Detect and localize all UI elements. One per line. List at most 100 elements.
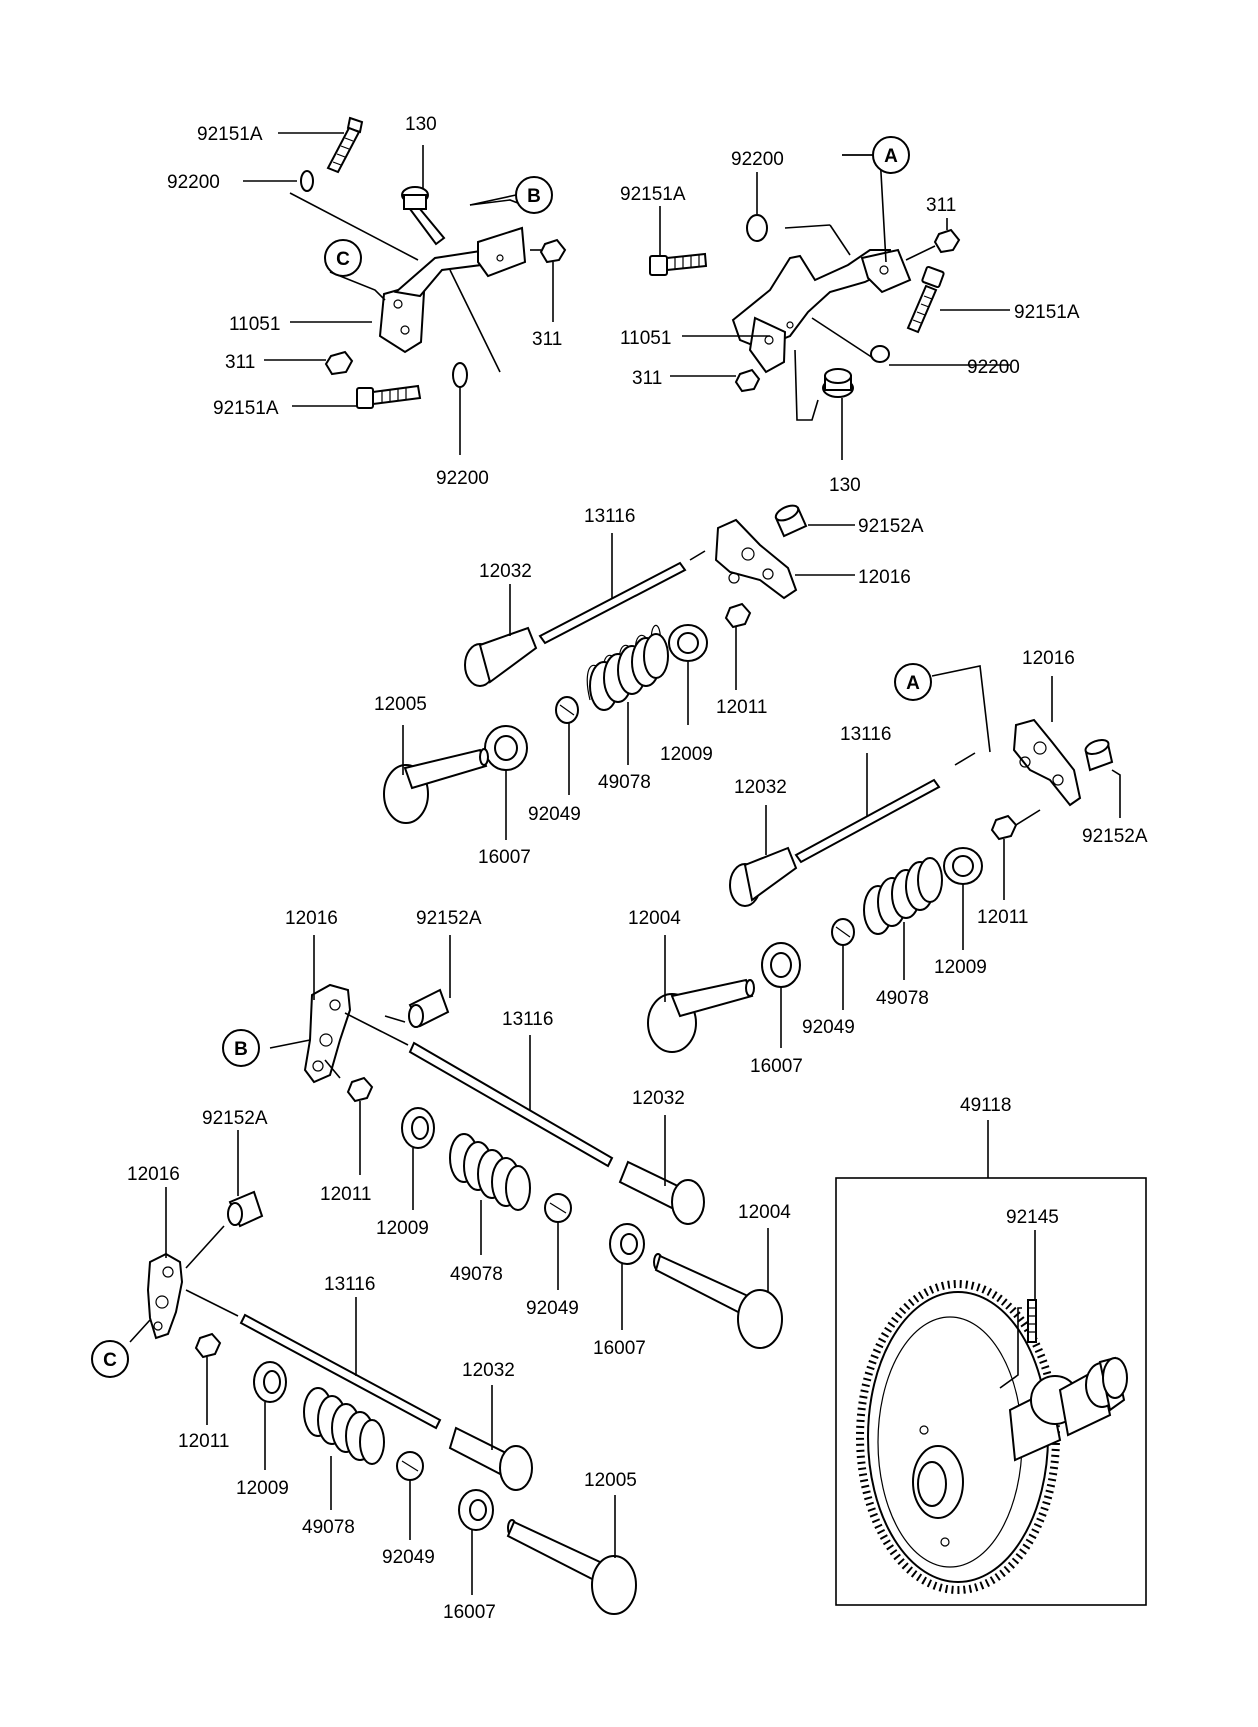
part-label: 12004 <box>738 1202 791 1223</box>
svg-text:C: C <box>336 249 350 270</box>
washer-part <box>746 214 768 242</box>
washer-part <box>452 362 468 388</box>
collet-part <box>396 1451 424 1481</box>
ref-circle-b-top: B <box>469 176 553 214</box>
part-label: 12016 <box>285 908 338 929</box>
valve-set-1 <box>383 504 855 840</box>
retainer-part <box>943 847 983 885</box>
part-label: 12032 <box>734 777 787 798</box>
tappet-part <box>448 1426 533 1491</box>
valve-seat-washer-part <box>609 1223 645 1265</box>
part-label: 49118 <box>960 1095 1011 1116</box>
part-label: 16007 <box>478 847 531 868</box>
valve-seat-washer-part <box>458 1489 494 1531</box>
valve-set-2 <box>647 665 1121 1053</box>
part-label: 12011 <box>977 907 1028 928</box>
nut-part <box>734 368 761 393</box>
valve-part <box>653 1253 783 1349</box>
nut-part <box>194 1332 222 1359</box>
part-label: 92151A <box>620 184 686 205</box>
part-label: 49078 <box>598 772 651 793</box>
part-label: 13116 <box>324 1274 375 1295</box>
flange-bolt-part <box>822 368 854 398</box>
part-label: 92049 <box>528 804 581 825</box>
valve-part <box>506 1519 637 1615</box>
part-label: 92049 <box>802 1017 855 1038</box>
washer-part <box>870 345 890 363</box>
part-label: 12009 <box>660 744 713 765</box>
tappet-part <box>729 846 798 907</box>
ref-circle-a-top: A <box>842 136 910 174</box>
bolt-part <box>906 265 945 334</box>
part-label: 12005 <box>374 694 427 715</box>
bracket-assembly-left <box>243 116 567 455</box>
tappet-part <box>618 1160 705 1225</box>
valve-seat-washer-part <box>761 942 801 988</box>
nut-part <box>724 602 752 629</box>
tappet-part <box>464 626 538 687</box>
nut-part <box>324 350 354 376</box>
ref-circle-b-mid: B <box>222 1029 260 1067</box>
sleeve-part <box>227 1190 264 1228</box>
push-rod-part <box>538 561 687 645</box>
camshaft-box <box>835 1177 1147 1606</box>
bracket-part <box>378 226 527 354</box>
nut-part <box>539 238 567 264</box>
part-label: 49078 <box>450 1264 503 1285</box>
push-rod-part <box>408 1041 614 1168</box>
part-label: 13116 <box>840 724 891 745</box>
sleeve-part <box>408 988 450 1028</box>
part-label: 311 <box>926 195 956 216</box>
valve-set-3 <box>269 935 783 1349</box>
flange-bolt-part <box>401 186 446 246</box>
bolt-part <box>356 384 422 409</box>
part-label: 12032 <box>632 1088 685 1109</box>
part-label: 12016 <box>1022 648 1075 669</box>
push-rod-part <box>794 778 941 864</box>
sleeve-part <box>1084 739 1114 772</box>
part-label: 92049 <box>526 1298 579 1319</box>
part-label: 12009 <box>376 1218 429 1239</box>
rocker-arm-part <box>146 1252 184 1340</box>
valve-part <box>383 748 489 824</box>
part-label: 12032 <box>479 561 532 582</box>
svg-text:A: A <box>906 673 920 694</box>
part-label: 12009 <box>236 1478 289 1499</box>
part-label: 12011 <box>716 697 767 718</box>
svg-text:B: B <box>234 1039 248 1060</box>
spring-part <box>586 624 669 711</box>
retainer-part <box>401 1107 435 1149</box>
part-label: 92152A <box>202 1108 268 1129</box>
part-label: 13116 <box>502 1009 553 1030</box>
part-label: 92200 <box>167 172 220 193</box>
nut-part <box>990 814 1018 841</box>
bolt-part <box>326 116 364 174</box>
part-label: 311 <box>632 368 662 389</box>
part-label: 12004 <box>628 908 681 929</box>
part-label: 92200 <box>436 468 489 489</box>
part-label: 13116 <box>584 506 635 527</box>
bracket-assembly-right <box>649 154 1010 460</box>
bolt-part <box>649 252 708 276</box>
part-label: 130 <box>829 475 861 496</box>
ref-circle-a-mid: A <box>894 663 932 701</box>
rocker-arm-part <box>714 518 798 600</box>
part-label: 130 <box>405 114 437 135</box>
part-label: 92151A <box>213 398 279 419</box>
washer-part <box>300 170 314 192</box>
part-label: 311 <box>532 329 562 350</box>
valve-seat-washer-part <box>484 725 528 771</box>
part-label: 49078 <box>302 1517 355 1538</box>
part-label: 16007 <box>750 1056 803 1077</box>
camshaft-assembly <box>835 1120 1147 1606</box>
valve-set-4 <box>129 1130 637 1615</box>
part-label: 92200 <box>967 357 1020 378</box>
part-label: 92152A <box>1082 826 1148 847</box>
part-label: 92152A <box>416 908 482 929</box>
camshaft-part <box>1008 1356 1128 1462</box>
sleeve-part <box>774 504 808 538</box>
nut-part <box>933 228 961 254</box>
retainer-part <box>668 624 708 662</box>
collet-part <box>831 918 855 946</box>
